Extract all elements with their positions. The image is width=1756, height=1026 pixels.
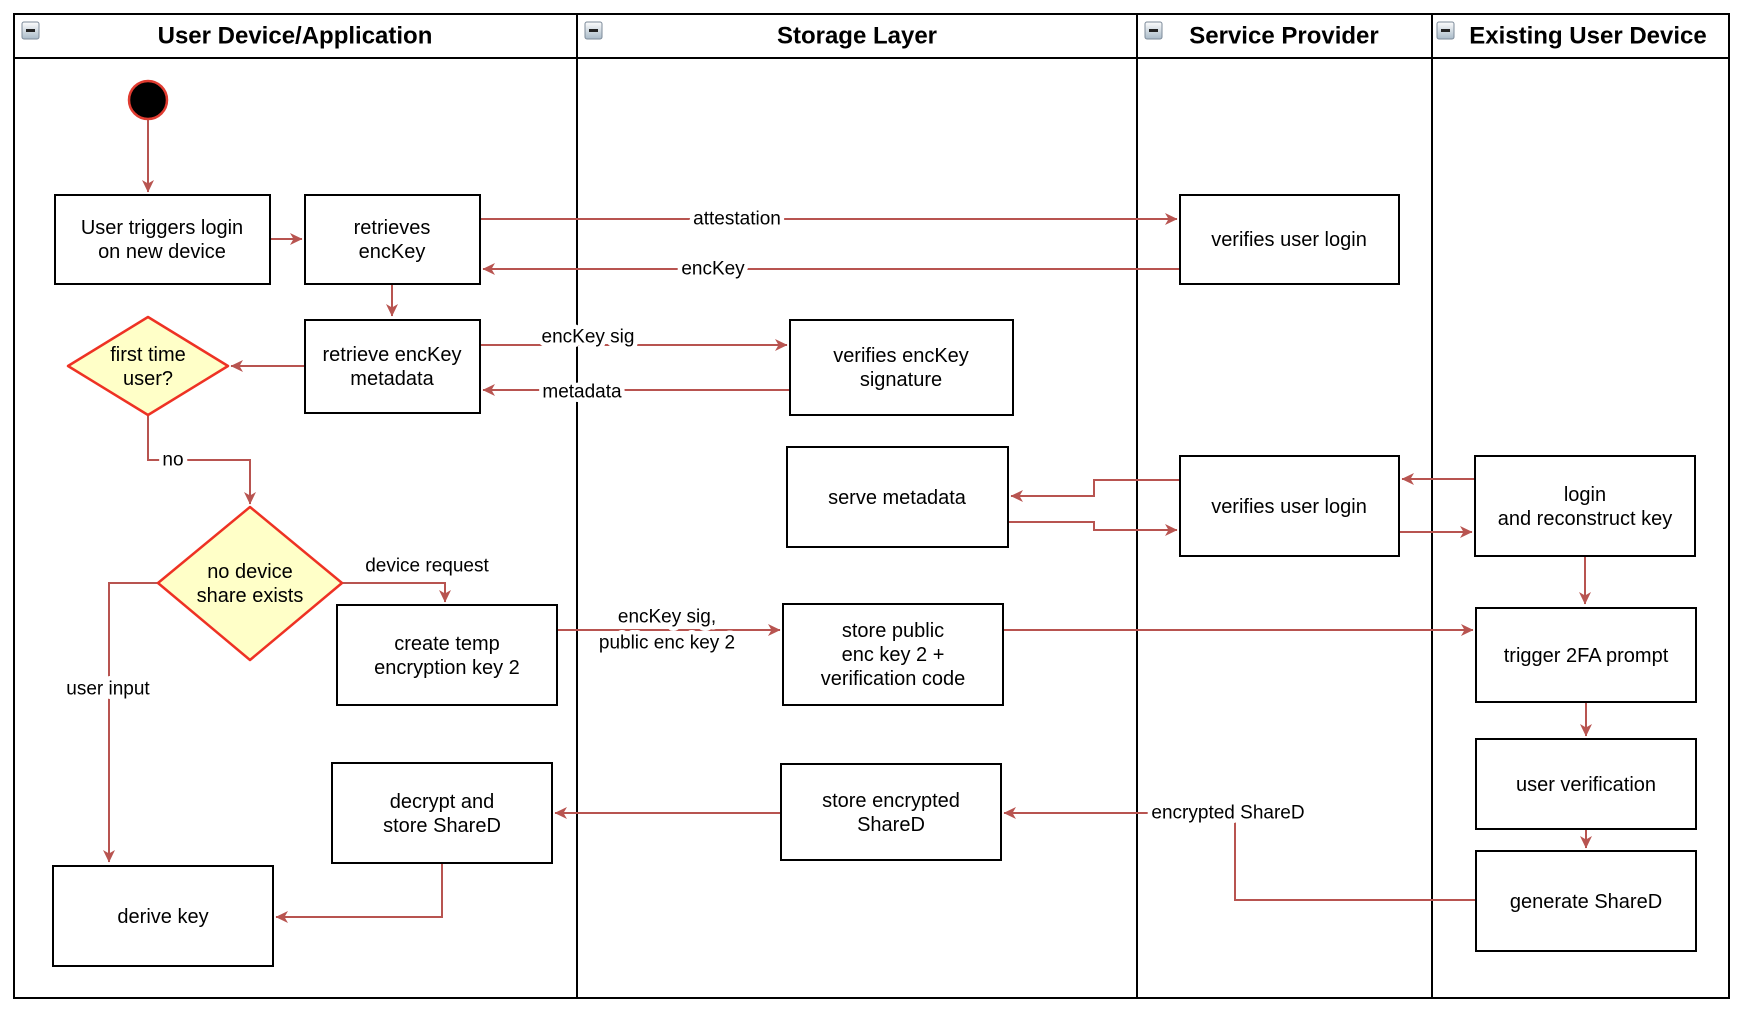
edge-encrypted-shared (1003, 807, 1476, 901)
edge-no-branch (147, 415, 256, 505)
swimlane-frame (13, 13, 1730, 999)
lane-title: User Device/Application (158, 23, 433, 50)
node-label: User triggers login (81, 217, 243, 239)
node-label: and reconstruct key (1498, 508, 1673, 530)
edge-login2-to-serve-metadata (1010, 479, 1180, 502)
node-label: verifies user login (1211, 229, 1367, 251)
decision-no-device-share[interactable]: no device share exists (156, 505, 344, 662)
lane-title: Service Provider (1189, 23, 1378, 50)
start-node[interactable] (127, 79, 169, 121)
node-store-encrypted-shared[interactable]: store encrypted ShareD (780, 763, 1002, 861)
decision-label: no device (207, 561, 293, 583)
edge-label-device-request: device request (365, 556, 489, 577)
edge-label-enckey-sig-public-line1: encKey sig, (618, 607, 716, 628)
node-verifies-user-login-mid[interactable]: verifies user login (1179, 455, 1400, 557)
node-label: store public (842, 620, 944, 642)
node-label: decrypt and (390, 791, 495, 813)
node-label: derive key (117, 906, 208, 928)
edge-user-input (103, 582, 158, 863)
node-label: login (1564, 484, 1606, 506)
node-label: ShareD (857, 814, 925, 836)
lane-header-user-device[interactable]: User Device/Application (21, 21, 433, 50)
node-label: verification code (821, 668, 966, 690)
node-retrieves-enckey[interactable]: retrieves encKey (304, 194, 481, 285)
node-user-triggers-login[interactable]: User triggers login on new device (54, 194, 271, 285)
node-create-temp-key[interactable]: create temp encryption key 2 (336, 604, 558, 706)
lane-header-existing-user-device[interactable]: Existing User Device (1436, 21, 1707, 50)
collapse-minus-icon[interactable] (21, 21, 40, 40)
decision-label: first time (110, 344, 186, 366)
edge-labels: attestation encKey encKey sig metadata n… (62, 204, 1309, 828)
edge-decrypt-to-derive (275, 863, 443, 923)
node-label: store ShareD (383, 815, 501, 837)
edge-label-enckey: encKey (681, 259, 745, 280)
node-label: encKey (359, 241, 426, 263)
lane-header-service-provider[interactable]: Service Provider (1144, 21, 1379, 50)
node-label: verifies encKey (833, 345, 969, 367)
node-derive-key[interactable]: derive key (52, 865, 274, 967)
node-retrieve-enckey-metadata[interactable]: retrieve encKey metadata (304, 319, 481, 414)
edges (103, 120, 1592, 923)
node-decrypt-store-shared[interactable]: decrypt and store ShareD (331, 762, 553, 864)
decision-label: user? (123, 368, 173, 390)
node-label: serve metadata (828, 487, 967, 509)
edge-label-encrypted-shared: encrypted ShareD (1151, 803, 1304, 824)
lane-title: Storage Layer (777, 23, 937, 50)
lane-header-storage-layer[interactable]: Storage Layer (584, 21, 937, 50)
edge-label-enckey-sig: encKey sig (542, 327, 635, 348)
node-label: retrieves (354, 217, 431, 239)
node-store-public-key[interactable]: store public enc key 2 + verification co… (782, 603, 1004, 706)
node-login-reconstruct-key[interactable]: login and reconstruct key (1474, 455, 1696, 557)
node-label: metadata (350, 368, 434, 390)
decision-label: share exists (197, 585, 304, 607)
node-verifies-user-login-top[interactable]: verifies user login (1179, 194, 1400, 285)
node-label: verifies user login (1211, 496, 1367, 518)
node-trigger-2fa[interactable]: trigger 2FA prompt (1475, 607, 1697, 703)
node-label: signature (860, 369, 942, 391)
edge-label-user-input: user input (66, 679, 150, 700)
node-label: trigger 2FA prompt (1504, 645, 1669, 667)
node-label: encryption key 2 (374, 657, 520, 679)
collapse-minus-icon[interactable] (1144, 21, 1163, 40)
edge-label-attestation: attestation (693, 209, 781, 230)
node-user-verification[interactable]: user verification (1475, 738, 1697, 830)
diagram-border (13, 13, 1730, 999)
node-generate-shared[interactable]: generate ShareD (1475, 850, 1697, 952)
node-label: enc key 2 + (842, 644, 945, 666)
node-serve-metadata[interactable]: serve metadata (786, 446, 1009, 548)
node-label: user verification (1516, 774, 1656, 796)
node-label: store encrypted (822, 790, 960, 812)
edge-label-no: no (162, 450, 183, 471)
edge-label-enckey-sig-public-line2: public enc key 2 (599, 633, 735, 654)
collapse-minus-icon[interactable] (584, 21, 603, 40)
collapse-minus-icon[interactable] (1436, 21, 1455, 40)
node-label: generate ShareD (1510, 891, 1662, 913)
node-label: on new device (98, 241, 226, 263)
edge-device-request (342, 582, 451, 603)
node-label: retrieve encKey (323, 344, 462, 366)
edge-label-metadata: metadata (542, 382, 622, 403)
decision-first-time-user[interactable]: first time user? (66, 315, 230, 417)
node-verifies-enckey-signature[interactable]: verifies encKey signature (789, 319, 1014, 416)
lane-title: Existing User Device (1469, 23, 1706, 50)
node-label: create temp (394, 633, 500, 655)
edge-serve-metadata-to-login2 (1008, 521, 1178, 536)
